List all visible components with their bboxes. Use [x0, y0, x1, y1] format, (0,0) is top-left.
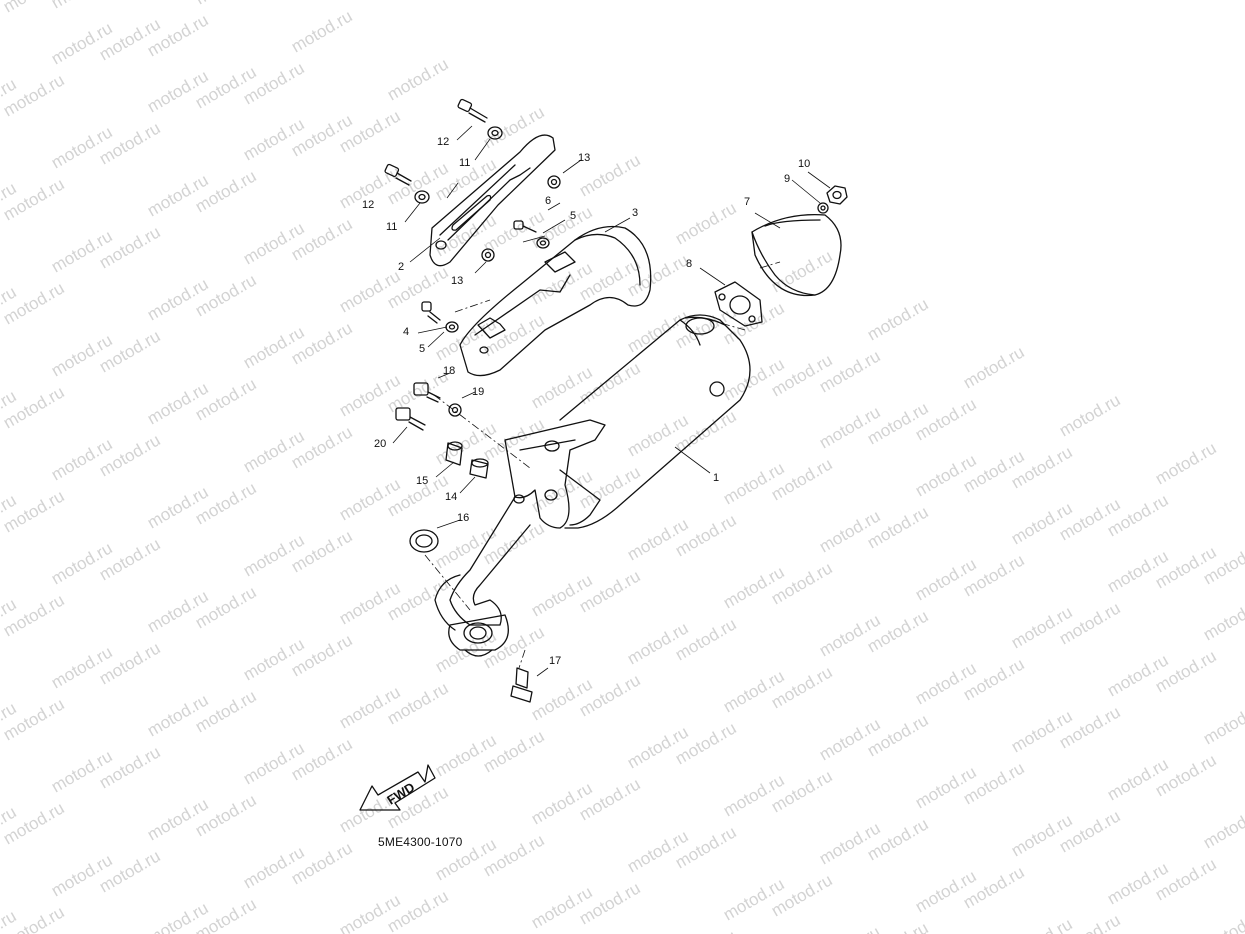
callout-7: 7: [744, 196, 751, 208]
callout-14: 14: [445, 491, 458, 503]
nut-10: [826, 185, 848, 205]
callout-11-lower: 11: [386, 221, 398, 233]
gasket-8: [714, 281, 763, 327]
callout-12-lower: 12: [362, 199, 375, 211]
washer-11-upper: [487, 126, 503, 140]
bolt-17: [510, 667, 533, 703]
bolt-6: [513, 220, 537, 233]
heat-protector-lower: [459, 225, 652, 377]
washer-9: [817, 202, 829, 214]
callout-19: 19: [472, 386, 485, 398]
muffler-end-cap-7: [751, 213, 842, 297]
callout-12-upper: 12: [437, 136, 450, 148]
washer-5-lower: [445, 321, 459, 333]
part-code: 5ME4300-1070: [378, 835, 463, 849]
callout-11-upper: 11: [459, 157, 471, 169]
callout-5-lower: 5: [419, 343, 426, 355]
callout-5-upper: 5: [570, 210, 577, 222]
callout-16: 16: [457, 512, 470, 524]
callout-13-lower: 13: [451, 275, 464, 287]
callout-8: 8: [686, 258, 693, 270]
collar-14: [469, 458, 489, 479]
bolt-20: [395, 407, 426, 431]
callout-2: 2: [398, 261, 405, 273]
callout-1: 1: [713, 472, 720, 484]
callout-17: 17: [549, 655, 562, 667]
bolt-12-lower: [384, 163, 412, 186]
callout-10: 10: [798, 158, 811, 170]
callout-13-upper: 13: [578, 152, 591, 164]
callout-9: 9: [784, 173, 791, 185]
bolt-18: [413, 382, 441, 403]
gasket-16: [409, 529, 439, 553]
collar-15: [445, 441, 463, 466]
washer-19: [448, 403, 462, 417]
washer-13-upper: [547, 175, 561, 189]
washer-13-lower: [481, 248, 495, 262]
washer-5-upper: [536, 237, 550, 249]
callout-15: 15: [416, 475, 429, 487]
bolt-4: [421, 301, 441, 324]
callout-18: 18: [443, 365, 456, 377]
heat-protector-upper: [429, 134, 556, 267]
callout-3: 3: [632, 207, 639, 219]
muffler-assembly: [434, 314, 751, 657]
callout-4: 4: [403, 326, 410, 338]
washer-11-lower: [414, 190, 430, 204]
bolt-12-upper: [457, 98, 488, 123]
fwd-arrow: [359, 764, 436, 811]
callout-20: 20: [374, 438, 387, 450]
callout-6: 6: [545, 195, 552, 207]
